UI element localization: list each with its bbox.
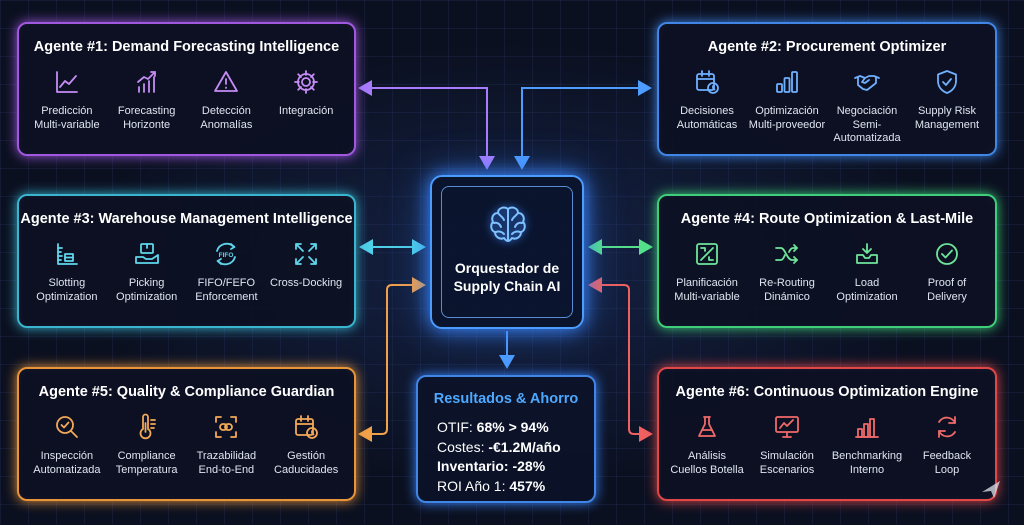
agent-title: Agente #4: Route Optimization & Last-Mil…	[680, 211, 974, 227]
feature-trazabilidad: Trazabilidad End-to-End	[187, 413, 267, 477]
route-plan-icon	[696, 243, 718, 265]
shield-check-icon	[937, 70, 957, 94]
feature-feedback: Feedback Loop	[907, 413, 987, 477]
feature-prediccion: Predicción Multi-variable	[27, 68, 107, 132]
handshake-icon	[854, 75, 880, 91]
result-otif: OTIF: 68% > 94%	[437, 419, 549, 435]
feature-simulacion: Simulación Escenarios	[747, 413, 827, 477]
feature-cross-docking: Cross-Docking	[266, 240, 346, 304]
orchestrator-title: Orquestador de Supply Chain AI	[453, 260, 561, 294]
results-panel: Resultados & Ahorro OTIF: 68% > 94% Cost…	[416, 375, 596, 503]
connector-agent6	[588, 277, 653, 442]
feature-decisiones: Decisiones Automáticas	[667, 68, 747, 146]
feature-fifo: FIFO FIFO/FEFO Enforcement	[187, 240, 267, 304]
fifo-cycle-icon: FIFO	[216, 242, 237, 266]
line-chart-icon	[55, 71, 78, 93]
svg-text:FIFO: FIFO	[219, 252, 234, 259]
feature-proof-delivery: Proof of Delivery	[907, 240, 987, 304]
feature-load: Load Optimization	[827, 240, 907, 304]
tray-download-icon	[856, 243, 878, 264]
agent-title: Agente #5: Quality & Compliance Guardian	[38, 384, 335, 400]
agent-title: Agente #2: Procurement Optimizer	[707, 39, 947, 55]
feature-integracion: Integración	[266, 68, 346, 132]
connector-agent5	[358, 277, 426, 442]
expand-arrows-icon	[295, 243, 318, 265]
connector-agent2	[514, 80, 652, 170]
result-inventario: Inventario: -28%	[437, 458, 546, 474]
calendar-clock-icon	[295, 415, 319, 439]
scan-link-icon	[215, 416, 238, 438]
feature-inspeccion: Inspección Automatizada	[27, 413, 107, 477]
refresh-icon	[938, 416, 956, 438]
calendar-clock-icon	[696, 70, 719, 94]
feature-supply-risk: Supply Risk Management	[907, 68, 987, 146]
feature-slotting: Slotting Optimization	[27, 240, 107, 304]
orchestrator-node: Orquestador de Supply Chain AI	[430, 175, 584, 329]
check-circle-icon	[936, 243, 958, 265]
flask-icon	[698, 416, 716, 437]
bar-trend-icon	[136, 71, 156, 93]
agent-title: Agente #1: Demand Forecasting Intelligen…	[33, 39, 340, 55]
feature-picking: Picking Optimization	[107, 240, 187, 304]
feature-analisis: Análisis Cuellos Botella	[667, 413, 747, 477]
feature-forecasting: Forecasting Horizonte	[107, 68, 187, 132]
result-roi: ROI Año 1: 457%	[437, 477, 546, 494]
feature-benchmarking: Benchmarking Interno	[827, 413, 907, 477]
ruler-icon	[56, 243, 78, 265]
hand-box-icon	[134, 243, 159, 264]
gear-icon	[294, 70, 319, 94]
feature-optimizacion-proveedor: Optimización Multi-proveedor	[747, 68, 827, 146]
agent-card-demand-forecasting: Agente #1: Demand Forecasting Intelligen…	[17, 22, 356, 156]
connector-agent1	[358, 80, 495, 170]
agent-card-continuous: Agente #6: Continuous Optimization Engin…	[657, 367, 997, 501]
reroute-icon	[775, 244, 798, 264]
agent-title: Agente #3: Warehouse Management Intellig…	[20, 211, 353, 227]
monitor-chart-icon	[775, 416, 799, 438]
magnifier-check-icon	[55, 416, 78, 438]
sparkle-logo-icon	[982, 481, 1000, 498]
brain-icon	[490, 206, 526, 242]
warning-icon	[214, 71, 239, 92]
bar-chart-icon	[855, 418, 879, 438]
bar-chart-icon	[776, 71, 798, 93]
thermometer-icon	[139, 413, 156, 440]
agent-card-procurement: Agente #2: Procurement Optimizer Decisio…	[657, 22, 997, 156]
feature-caducidades: Gestión Caducidades	[266, 413, 346, 477]
agent-card-quality: Agente #5: Quality & Compliance Guardian…	[17, 367, 356, 501]
agent-card-route: Agente #4: Route Optimization & Last-Mil…	[657, 194, 997, 328]
result-costes: Costes: -€1.2M/año	[437, 438, 561, 455]
results-title: Resultados & Ahorro	[433, 391, 579, 407]
agent-card-warehouse: Agente #3: Warehouse Management Intellig…	[17, 194, 356, 328]
feature-negociacion: Negociación Semi- Automatizada	[827, 68, 907, 146]
agent-title: Agente #6: Continuous Optimization Engin…	[675, 384, 979, 400]
feature-rerouting: Re-Routing Dinámico	[747, 240, 827, 304]
feature-compliance-temp: Compliance Temperatura	[107, 413, 187, 477]
feature-deteccion: Detección Anomalías	[187, 68, 267, 132]
feature-planificacion: Planificación Multi-variable	[667, 240, 747, 304]
